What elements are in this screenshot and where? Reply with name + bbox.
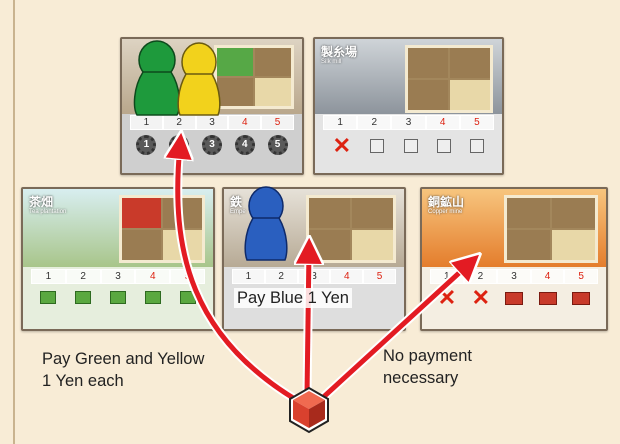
copper-mine-grid xyxy=(504,195,598,263)
card-subtitle: Copper mine xyxy=(428,209,463,215)
tea-leaf-icon xyxy=(75,291,92,304)
card-title: 茶畑 xyxy=(29,195,54,209)
card-title: 鉄 xyxy=(230,195,243,209)
yellow-worker xyxy=(177,42,221,116)
cross-icon: ✕ xyxy=(332,133,352,158)
gear-icon: 4 xyxy=(234,135,255,155)
silk-mill-grid xyxy=(405,45,493,113)
silk-icon xyxy=(370,139,385,153)
tea-leaf-icon xyxy=(40,291,57,304)
pay-blue-label: Pay Blue 1 Yen xyxy=(234,288,352,308)
red-cube xyxy=(289,386,329,434)
cross-icon: ✕ xyxy=(471,285,490,310)
green-worker xyxy=(133,40,181,116)
gear-icon: 3 xyxy=(201,135,222,155)
pay-green-yellow-label: Pay Green and Yellow 1 Yen each xyxy=(42,350,205,390)
gear-icon: 1 xyxy=(136,135,157,155)
card-title: 銅鉱山 xyxy=(428,195,465,209)
blue-worker xyxy=(244,186,288,261)
silk-icon xyxy=(470,139,485,153)
copper-mine-token-row: ✕ ✕ xyxy=(430,285,598,310)
gear-icon: 5 xyxy=(267,135,288,155)
card-subtitle: Silk mill xyxy=(321,59,342,65)
tea-leaf-icon xyxy=(144,291,161,304)
silk-icon xyxy=(437,139,452,153)
tea-plantation-token-row xyxy=(31,291,205,304)
card-subtitle: Empe xyxy=(230,209,246,215)
silk-mill-token-row: ✕ xyxy=(323,133,494,158)
no-payment-label: No payment necessary xyxy=(383,347,472,387)
silk-icon xyxy=(403,139,418,153)
tea-leaf-icon xyxy=(109,291,126,304)
top-left-card-grid xyxy=(214,45,294,109)
middle-card-grid xyxy=(306,195,396,263)
card-title: 製糸場 xyxy=(321,45,358,59)
page-border-line xyxy=(13,0,15,444)
copper-ore-icon xyxy=(538,291,557,305)
copper-ore-icon xyxy=(572,291,591,305)
card-subtitle: Tea plantation xyxy=(29,209,67,215)
copper-ore-icon xyxy=(505,291,524,305)
